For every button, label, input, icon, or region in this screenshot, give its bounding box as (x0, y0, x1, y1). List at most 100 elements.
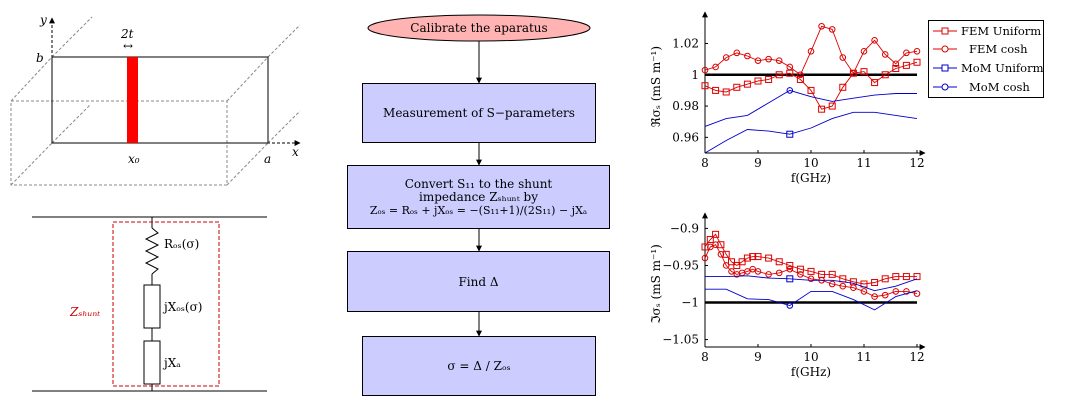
point-1-1-5 (728, 268, 735, 275)
resistor-symbol (144, 227, 160, 275)
point-0-1-18 (892, 60, 900, 68)
point-0-1-13 (839, 54, 847, 61)
point-0-1-17 (881, 51, 889, 58)
back-edge-top-right (267, 24, 301, 58)
shunt-impedance-label: Zₛₕᵤₙₜ (69, 305, 100, 319)
series-line-0-1 (704, 25, 918, 76)
front-edge-3 (10, 142, 53, 186)
x-axis-label: x (292, 145, 299, 159)
step-convert-box: Convert S₁₁ to the shunt impedance Zₛₕᵤₙ… (347, 165, 610, 229)
chart-legend: FEM Uniform FEM cosh MoM Uniform MoM cos… (928, 20, 1044, 98)
point-1-0-8 (743, 254, 751, 262)
point-1-1-18 (839, 282, 847, 290)
step-sigma-label: σ = Δ / Zₒₛ (447, 359, 511, 373)
x-tick-label-1-2: 10 (803, 350, 818, 364)
y-tick-label-0-2: 1 (691, 68, 699, 82)
point-1-0-6 (733, 261, 741, 269)
point-1-1-22 (881, 291, 889, 299)
point-1-1-1 (707, 243, 714, 251)
x-tick-label-0-0: 8 (701, 156, 709, 170)
legend-swatch-square-red (933, 27, 957, 35)
step-sigma-box: σ = Δ / Zₒₛ (362, 336, 596, 396)
point-1-2-4 (786, 275, 794, 283)
legend-entry-fem-cosh: FEM cosh (929, 41, 1045, 57)
step-convert-line1: Convert S₁₁ to the shunt (404, 177, 553, 191)
point-1-0-2 (712, 230, 720, 238)
height-label-b: b (36, 51, 44, 65)
point-1-3-4 (786, 302, 794, 309)
point-0-0-10 (807, 86, 815, 94)
y-tick-label-0-3: 1.02 (672, 36, 699, 50)
legend-swatch-circle-red (933, 45, 957, 53)
point-0-0-20 (913, 58, 921, 66)
point-1-0-0 (701, 243, 709, 251)
point-1-0-11 (765, 254, 773, 262)
flowchart-connectors: Calibrate the aparatus (367, 14, 591, 337)
point-0-1-11 (818, 22, 825, 30)
legend-label-fem-cosh: FEM cosh (969, 42, 1028, 56)
series-line-1-2 (705, 275, 918, 292)
point-0-0-18 (892, 65, 900, 73)
point-0-1-7 (775, 57, 783, 64)
point-1-1-24 (903, 288, 910, 295)
point-1-0-10 (754, 253, 762, 261)
width-label-a: a (264, 152, 271, 166)
point-0-0-13 (839, 83, 847, 91)
x-tick-label-0-3: 11 (856, 156, 871, 170)
point-1-1-3 (717, 251, 725, 258)
back-edge-bottom-left (51, 104, 91, 144)
point-1-1-23 (892, 288, 900, 295)
start-node (367, 14, 591, 42)
point-0-0-9 (796, 75, 804, 83)
legend-entry-mom-uniform: MoM Uniform (929, 60, 1045, 76)
legend-label-mom-uniform: MoM Uniform (961, 61, 1044, 75)
front-edge-1 (10, 56, 53, 102)
legend-swatch-square-blue (933, 64, 957, 72)
step-convert-line3: Zₒₛ = Rₒₛ + jXₒₛ = −(S₁₁+1)/(2S₁₁) − jXₐ (369, 204, 588, 217)
y-tick-label-1-0: −0.9 (670, 221, 699, 235)
legend-label-mom-cosh: MoM cosh (969, 80, 1030, 94)
point-0-1-9 (797, 71, 804, 79)
x-tick-label-1-1: 9 (754, 350, 762, 364)
point-1-0-15 (807, 267, 815, 275)
legend-entry-fem-uniform: FEM Uniform (929, 23, 1045, 39)
equivalent-circuit-panel: Rₒₛ(σ) jXₒₛ(σ) jXₐ Zₛₕᵤₙₜ (32, 216, 267, 392)
point-1-1-9 (749, 265, 757, 273)
y-tick-label-0-1: 0.98 (672, 99, 699, 113)
point-0-1-1 (712, 63, 719, 71)
waveguide-3d-panel: y x 2t ↔ b a x₀ (10, 13, 301, 186)
x-tick-label-1-0: 8 (701, 350, 709, 364)
point-1-1-4 (722, 262, 730, 269)
point-1-1-14 (797, 271, 804, 278)
y-tick-label-1-3: −1.05 (662, 333, 699, 347)
point-1-1-12 (775, 269, 783, 277)
point-0-1-5 (754, 57, 762, 64)
point-1-0-1 (706, 236, 714, 244)
point-1-0-22 (881, 275, 889, 283)
point-1-1-21 (871, 293, 878, 300)
legend-entry-mom-cosh: MoM cosh (929, 79, 1045, 95)
point-0-1-16 (871, 37, 878, 44)
conductive-strip (127, 57, 138, 143)
point-1-0-9 (749, 253, 757, 261)
cross-section-rect (51, 56, 269, 144)
point-1-1-10 (754, 268, 762, 275)
point-0-3-4 (786, 87, 794, 94)
reactance-label: jXₒₛ(σ) (162, 300, 202, 314)
position-label-x0: x₀ (128, 152, 140, 166)
step-measure-label: Measurement of S−parameters (383, 106, 575, 120)
y-tick-label-0-0: 0.96 (672, 130, 699, 144)
series-line-1-1 (704, 244, 918, 298)
point-1-0-17 (828, 270, 836, 278)
point-1-0-23 (892, 273, 900, 281)
step-find-delta-label: Find Δ (458, 274, 499, 289)
point-1-0-21 (871, 279, 879, 287)
step-find-delta-box: Find Δ (347, 251, 610, 312)
start-node-label: Calibrate the aparatus (410, 21, 547, 35)
point-1-0-12 (775, 258, 783, 266)
point-0-1-0 (701, 66, 709, 74)
point-0-1-14 (850, 69, 857, 77)
step-convert-line2: impedance Zₛₕᵤₙₜ by (419, 190, 538, 204)
point-1-0-24 (902, 273, 910, 281)
point-0-1-6 (765, 55, 772, 63)
